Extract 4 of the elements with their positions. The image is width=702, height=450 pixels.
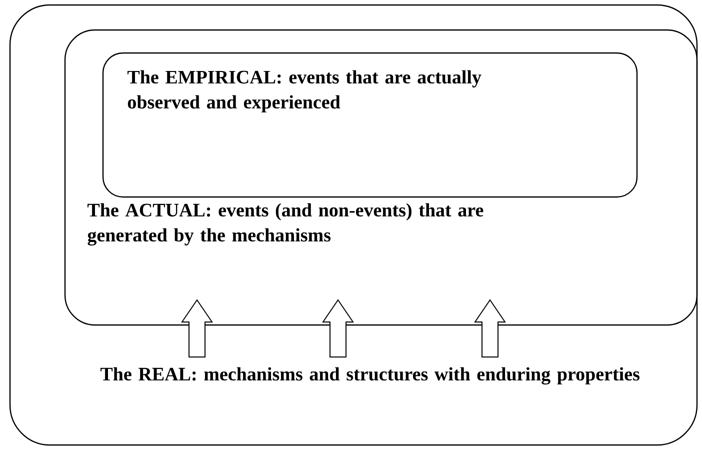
block-arrow [322, 299, 354, 358]
block-arrow [474, 299, 506, 358]
inner-box: The EMPIRICAL: events that are actually observed and experienced [102, 52, 638, 198]
block-arrow [181, 299, 213, 358]
